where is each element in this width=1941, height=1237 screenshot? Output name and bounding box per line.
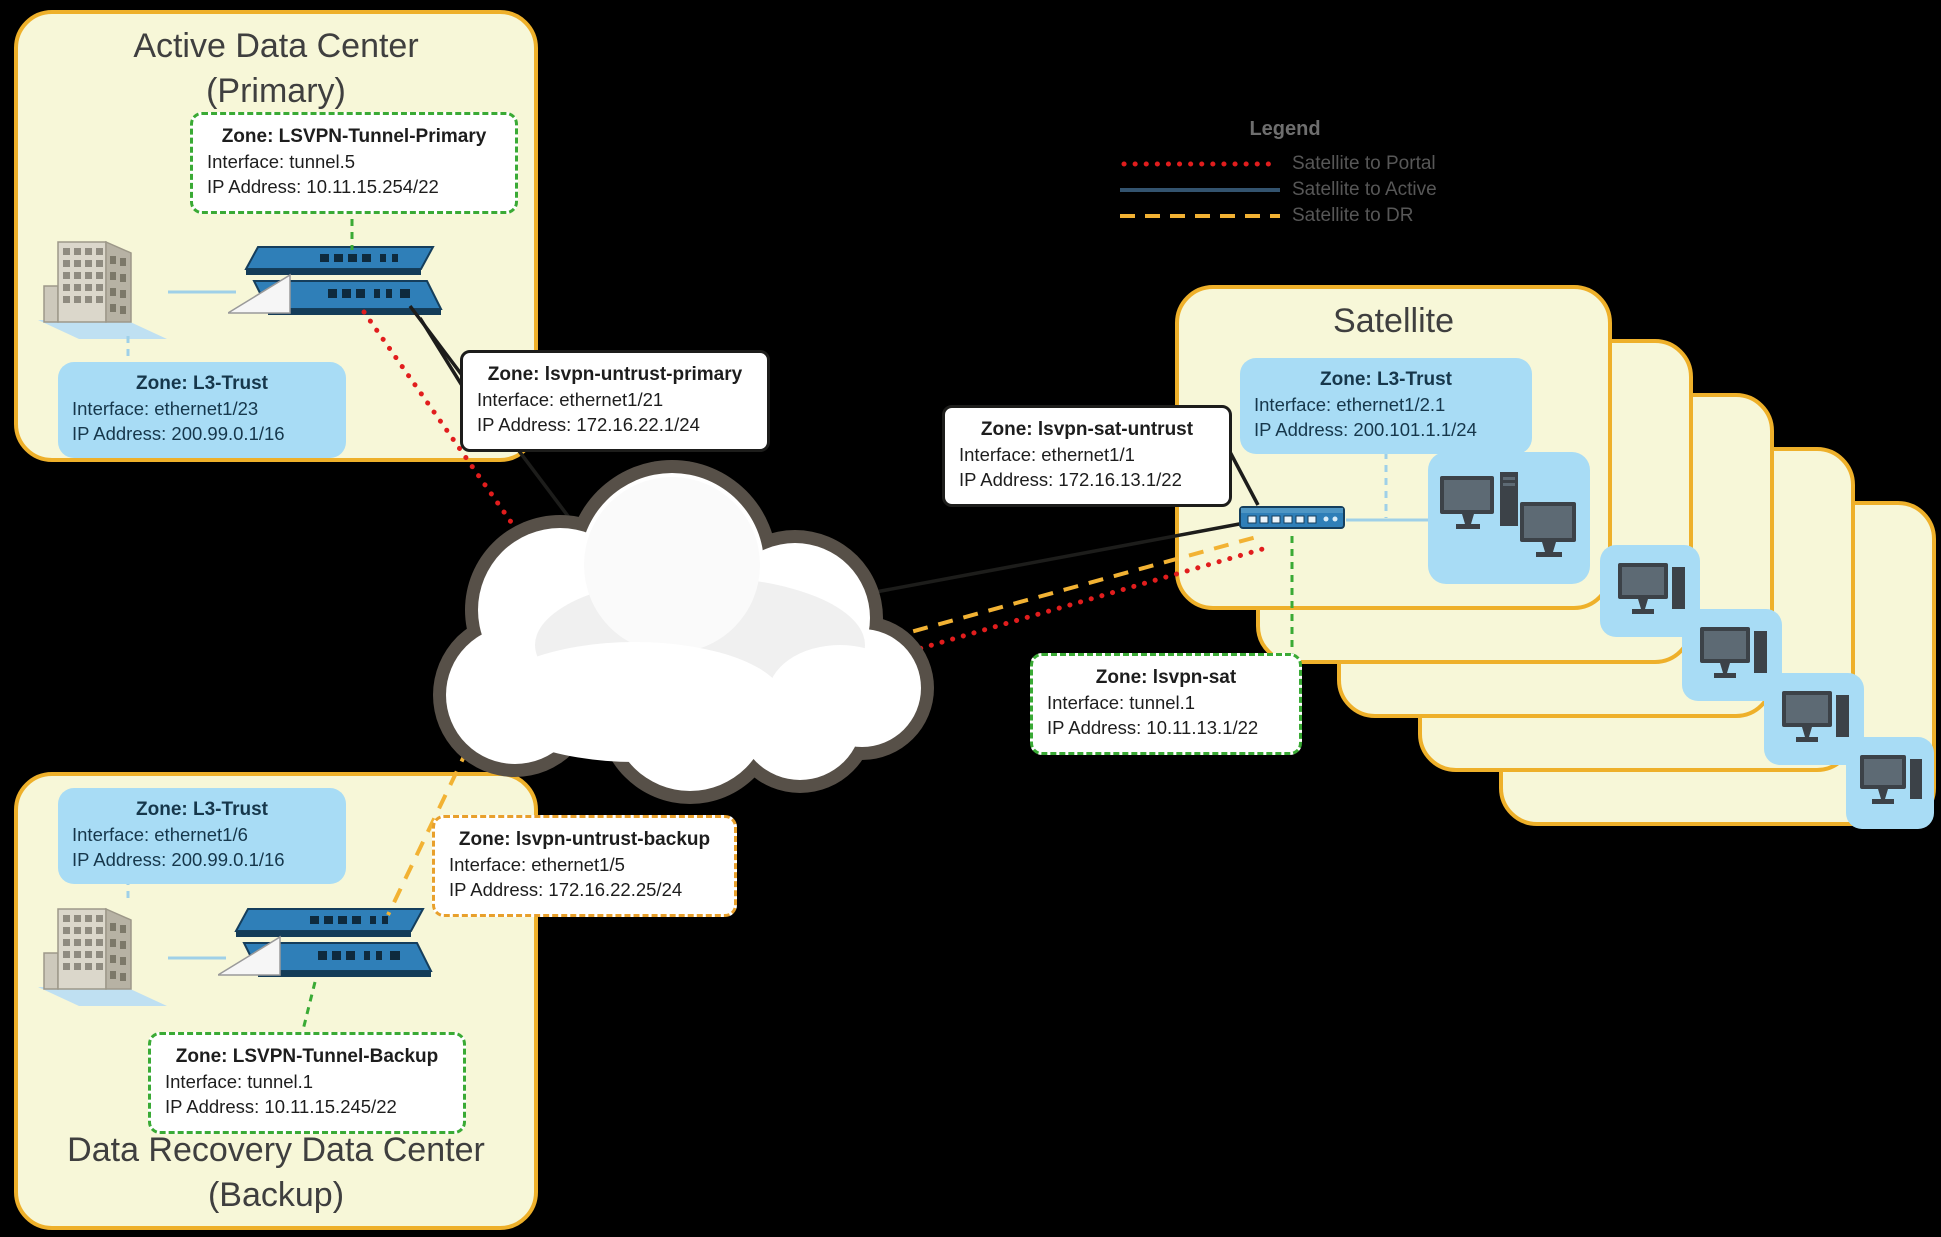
zone-interface: Interface: ethernet1/2.1 (1254, 394, 1446, 416)
zone-name: Zone: LSVPN-Tunnel-Primary (221, 126, 487, 147)
legend-item-dr: Satellite to DR (1120, 203, 1510, 229)
zone-callout-lsvpn-tunnel-primary: Zone: LSVPN-Tunnel-Primary Interface: tu… (190, 112, 518, 215)
zone-interface: Interface: tunnel.5 (207, 151, 356, 173)
zone-ip: IP Address: 10.11.15.245/22 (165, 1096, 397, 1118)
legend-label: Satellite to DR (1292, 205, 1414, 226)
workstations-icon (1440, 472, 1576, 557)
zone-interface: Interface: ethernet1/5 (449, 854, 625, 876)
legend-item-portal: Satellite to Portal (1120, 151, 1510, 177)
satellite-stack-workstation-panel (1846, 737, 1934, 829)
satellite-firewall-icon (1239, 506, 1345, 529)
satellite-stack-workstation-panel (1764, 673, 1864, 765)
active-dc-title-line2: (Primary) (206, 71, 346, 110)
zone-ip: IP Address: 200.99.0.1/16 (72, 423, 285, 445)
legend: Legend Satellite to Portal Satellite to … (1120, 118, 1510, 229)
zone-ip: IP Address: 200.101.1.1/24 (1254, 419, 1477, 441)
zone-name: Zone: lsvpn-sat (1095, 667, 1237, 688)
active-dc-building-icon (38, 240, 167, 339)
zone-name: Zone: L3-Trust (1320, 369, 1452, 390)
solid-line-icon (1120, 188, 1280, 192)
zone-callout-lsvpn-sat-untrust: Zone: lsvpn-sat-untrust Interface: ether… (942, 405, 1232, 508)
active-dc-title: Active Data Center (Primary) (18, 24, 534, 114)
zone-ip: IP Address: 10.11.15.254/22 (207, 176, 439, 198)
dotted-line-icon (1121, 161, 1279, 167)
legend-label: Satellite to Active (1292, 179, 1437, 200)
zone-interface: Interface: ethernet1/6 (72, 824, 248, 846)
zone-ip: IP Address: 200.99.0.1/16 (72, 849, 285, 871)
zone-ip: IP Address: 10.11.13.1/22 (1047, 717, 1259, 739)
dr-dc-title-line2: (Backup) (207, 1175, 345, 1214)
zone-interface: Interface: ethernet1/23 (72, 398, 259, 420)
zone-callout-lsvpn-sat: Zone: lsvpn-sat Interface: tunnel.1 IP A… (1030, 653, 1302, 756)
legend-label: Satellite to Portal (1292, 153, 1436, 174)
zone-interface: Interface: tunnel.1 (165, 1071, 314, 1093)
zone-interface: Interface: ethernet1/21 (477, 389, 664, 411)
workstation-icon (1700, 627, 1767, 678)
zone-callout-active-l3-trust: Zone: L3-Trust Interface: ethernet1/23 I… (58, 362, 346, 459)
zone-name: Zone: lsvpn-sat-untrust (980, 419, 1194, 440)
zone-ip: IP Address: 172.16.13.1/22 (959, 469, 1182, 491)
zone-callout-dr-l3-trust: Zone: L3-Trust Interface: ethernet1/6 IP… (58, 788, 346, 885)
zone-interface: Interface: ethernet1/1 (959, 444, 1135, 466)
zone-callout-lsvpn-tunnel-backup: Zone: LSVPN-Tunnel-Backup Interface: tun… (148, 1032, 466, 1135)
dashed-line-icon (1120, 214, 1280, 218)
zone-name: Zone: LSVPN-Tunnel-Backup (175, 1046, 439, 1067)
satellite-title: Satellite (1333, 302, 1454, 340)
zone-ip: IP Address: 172.16.22.25/24 (449, 879, 683, 901)
zone-callout-lsvpn-untrust-backup: Zone: lsvpn-untrust-backup Interface: et… (432, 815, 737, 918)
dr-dc-firewall-icon (218, 908, 433, 977)
dr-dc-building-icon (38, 907, 167, 1006)
legend-item-active: Satellite to Active (1120, 177, 1510, 203)
legend-title: Legend (1249, 118, 1321, 140)
zone-callout-lsvpn-untrust-primary: Zone: lsvpn-untrust-primary Interface: e… (460, 350, 770, 453)
zone-callout-sat-l3-trust: Zone: L3-Trust Interface: ethernet1/2.1 … (1240, 358, 1532, 455)
zone-ip: IP Address: 172.16.22.1/24 (477, 414, 700, 436)
workstation-icon (1618, 563, 1685, 614)
zone-name: Zone: lsvpn-untrust-primary (487, 364, 743, 385)
zone-interface: Interface: tunnel.1 (1047, 692, 1196, 714)
zone-name: Zone: L3-Trust (136, 373, 268, 394)
workstation-icon (1782, 691, 1849, 742)
dr-dc-title-line1: Data Recovery Data Center (67, 1131, 485, 1169)
dr-dc-title: Data Recovery Data Center (Backup) (18, 1128, 534, 1218)
zone-name: Zone: L3-Trust (136, 799, 268, 820)
workstation-icon (1860, 755, 1922, 804)
satellite-workstations-panel (1428, 452, 1590, 584)
active-dc-title-line1: Active Data Center (133, 27, 419, 65)
zone-name: Zone: lsvpn-untrust-backup (458, 829, 711, 850)
active-dc-firewall-icon (228, 246, 443, 315)
